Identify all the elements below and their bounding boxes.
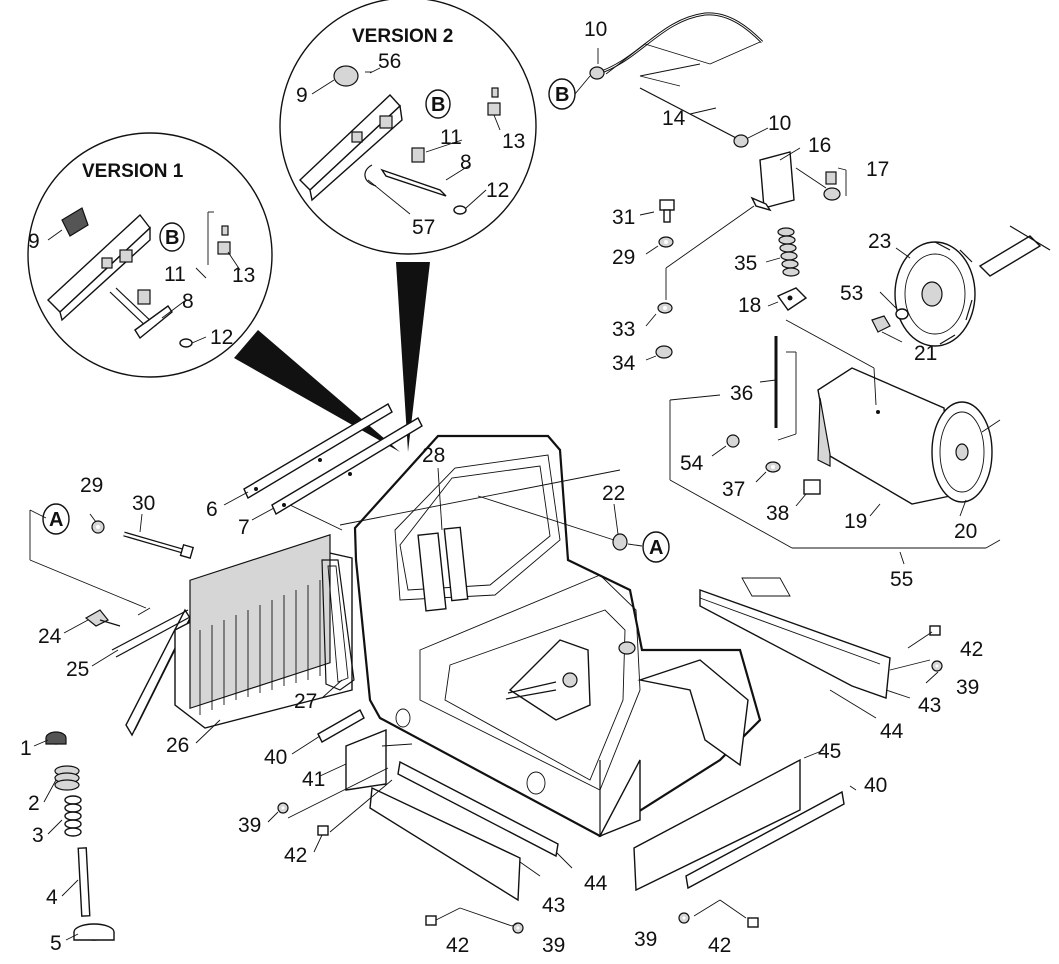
callout-39-bottom: 39 — [542, 934, 565, 957]
version-1-label: VERSION 1 — [82, 161, 184, 182]
callout-25: 25 — [66, 658, 89, 681]
callout-24: 24 — [38, 625, 62, 648]
callout-29-right: 29 — [612, 246, 635, 269]
callout-41: 41 — [302, 768, 325, 791]
callout-42-bottom: 42 — [446, 934, 469, 957]
connector-badges: A A B B B — [42, 78, 670, 563]
callout-19: 19 — [844, 510, 867, 533]
callout-43-right: 43 — [918, 694, 941, 717]
bolt-30 — [91, 520, 195, 560]
connector-a-right-text: A — [649, 537, 663, 559]
callout-13-v1: 13 — [232, 264, 255, 287]
callout-16: 16 — [808, 134, 831, 157]
callout-5: 5 — [50, 932, 62, 955]
bolt-stack — [655, 199, 675, 359]
filter-assembly — [111, 533, 355, 737]
rails — [317, 577, 891, 902]
connector-a-left-badge — [42, 503, 70, 535]
callout-31: 31 — [612, 206, 635, 229]
callout-22: 22 — [602, 482, 625, 505]
callout-29-left: 29 — [80, 474, 103, 497]
callout-12-v2: 12 — [486, 179, 509, 202]
connector-b-v2-badge — [425, 89, 451, 119]
callout-14: 14 — [662, 107, 686, 130]
callout-8-v2: 8 — [460, 151, 472, 174]
callout-34: 34 — [612, 352, 636, 375]
callout-18: 18 — [738, 294, 761, 317]
connector-a-right-badge — [642, 531, 670, 563]
callout-44-right: 44 — [880, 720, 904, 743]
callout-13-v2: 13 — [502, 130, 525, 153]
callout-10-mid: 10 — [768, 112, 791, 135]
callout-33: 33 — [612, 318, 635, 341]
connector-b-v2-text: B — [431, 94, 445, 116]
callout-8-v1: 8 — [182, 290, 194, 313]
foot-assembly — [45, 731, 115, 941]
callout-28: 28 — [422, 444, 445, 467]
callout-45: 45 — [818, 740, 841, 763]
callout-2: 2 — [28, 792, 40, 815]
callout-7: 7 — [238, 516, 250, 539]
callout-21: 21 — [914, 342, 937, 365]
housing — [339, 434, 762, 838]
callout-23: 23 — [868, 230, 891, 253]
callout-56: 56 — [378, 50, 401, 73]
callout-38: 38 — [766, 502, 789, 525]
connector-b-v1-text: B — [165, 227, 179, 249]
misc-small-parts — [612, 434, 821, 551]
fan-assembly — [774, 225, 1051, 428]
blower-housing — [817, 367, 993, 505]
callout-27: 27 — [294, 690, 317, 713]
version-2-label: VERSION 2 — [352, 26, 453, 47]
callout-36: 36 — [730, 382, 753, 405]
callout-57: 57 — [412, 216, 435, 239]
callout-39-bottom-right: 39 — [634, 928, 657, 951]
callout-40-right: 40 — [864, 774, 887, 797]
callout-43-bottom: 43 — [542, 894, 565, 917]
strips-6-7 — [243, 403, 423, 516]
callout-12-v1: 12 — [210, 326, 233, 349]
callout-10-top: 10 — [584, 18, 607, 41]
callout-9-v2: 9 — [296, 84, 308, 107]
callout-53: 53 — [840, 282, 863, 305]
callout-30: 30 — [132, 492, 155, 515]
bracket-16 — [750, 151, 841, 311]
callout-42-bottom-right: 42 — [708, 934, 731, 957]
callout-54: 54 — [680, 452, 704, 475]
callout-6: 6 — [206, 498, 218, 521]
inset-version-2: VERSION 2 — [279, 0, 537, 452]
callout-35: 35 — [734, 252, 757, 275]
callout-26: 26 — [166, 734, 189, 757]
callout-55: 55 — [890, 568, 913, 591]
leader-lines — [29, 41, 1001, 941]
callout-39-right: 39 — [956, 676, 979, 699]
callout-11-v1: 11 — [164, 263, 186, 286]
wing-nut-24 — [84, 609, 121, 627]
connector-b-v1-badge — [159, 222, 185, 252]
connector-b-top-text: B — [555, 84, 569, 106]
callout-42-left: 42 — [284, 844, 307, 867]
callout-42-right: 42 — [960, 638, 983, 661]
callout-1: 1 — [20, 737, 32, 760]
callout-39-left: 39 — [238, 814, 261, 837]
callout-40-left: 40 — [264, 746, 287, 769]
callout-11-v2: 11 — [440, 126, 462, 149]
callout-44-bottom: 44 — [584, 872, 608, 895]
connector-a-left-text: A — [49, 509, 63, 531]
callout-3: 3 — [32, 824, 44, 847]
callout-17: 17 — [866, 158, 889, 181]
callout-20: 20 — [954, 520, 977, 543]
callout-9-v1: 9 — [28, 230, 40, 253]
callout-37: 37 — [722, 478, 745, 501]
callout-4: 4 — [46, 886, 58, 909]
fasteners — [277, 625, 943, 934]
callout-labels: 1 2 3 4 5 6 7 8 8 9 9 10 10 11 11 12 12 … — [20, 18, 983, 957]
